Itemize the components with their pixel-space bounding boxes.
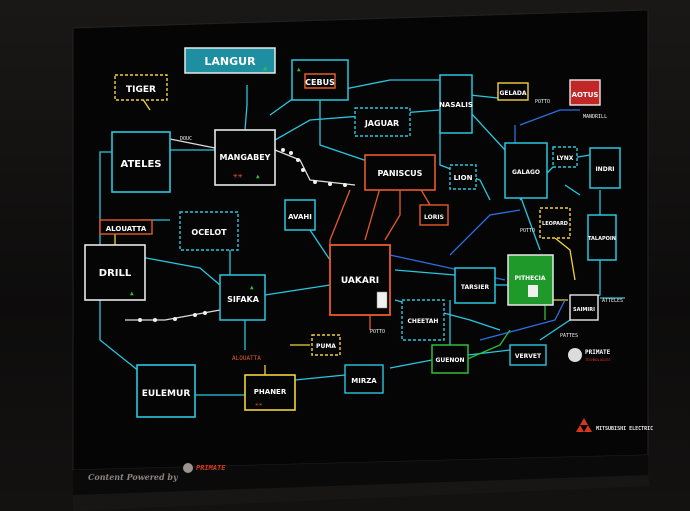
annotation-potto-2: POTTO <box>370 329 385 335</box>
node-ateles-label: ATELES <box>120 159 161 170</box>
node-avahi[interactable]: AVAHI <box>284 199 316 231</box>
node-sifaka-label: SIFAKA <box>227 295 260 304</box>
node-puma-label: PUMA <box>316 343 336 350</box>
mitsubishi-text: MITSUBISHI ELECTRIC <box>596 426 653 432</box>
node-langur-label: LANGUR <box>204 55 256 68</box>
annotation-alouatta: ALOUATTA <box>232 355 261 362</box>
node-puma[interactable]: PUMA <box>311 334 341 356</box>
node-lion-label: LION <box>454 174 473 182</box>
primate-logo-sub: TECHNOLOGIES <box>585 358 610 362</box>
node-uakari-label: UAKARI <box>341 276 379 286</box>
node-pithecia[interactable]: PITHECIA <box>507 254 554 306</box>
svg-text:▲: ▲ <box>250 284 254 291</box>
svg-text:▲: ▲ <box>263 64 268 72</box>
node-ateles[interactable]: ATELES <box>111 131 171 193</box>
node-loris[interactable]: LORIS <box>419 204 449 226</box>
primate-logo-text: PRIMATE <box>585 349 611 356</box>
annotation-pattes: PATTES <box>560 333 578 339</box>
node-gelada-label: GELADA <box>499 90 526 97</box>
node-tiger-label: TIGER <box>126 85 156 95</box>
svg-text:▲: ▲ <box>256 173 260 180</box>
node-mirza-label: MIRZA <box>351 377 377 385</box>
node-aotus-label: AOTUS <box>572 91 599 99</box>
node-cebus-label: CEBUS <box>305 78 335 87</box>
node-pithecia-label: PITHECIA <box>514 275 545 282</box>
node-jaguar-label: JAGUAR <box>364 119 399 128</box>
node-paniscus[interactable]: PANISCUS <box>364 154 436 191</box>
node-eulemur[interactable]: EULEMUR <box>136 364 196 418</box>
node-tarsier[interactable]: TARSIER <box>454 267 496 304</box>
node-leopard[interactable]: LEOPARD <box>539 207 571 239</box>
node-indri-label: INDRI <box>595 166 614 173</box>
node-cebus[interactable]: CEBUS ▲ <box>291 59 349 101</box>
footer-primate-logo: PRIMATE <box>183 463 226 473</box>
annotation-atteles: ATTELES <box>602 298 623 304</box>
node-ocelot-label: OCELOT <box>191 228 227 237</box>
node-sifaka[interactable]: SIFAKA ▲ <box>219 274 266 321</box>
node-mangabey[interactable]: MANGABEY ✳✳ ▲ <box>214 129 276 186</box>
node-alouatta[interactable]: ALOUATTA <box>99 219 153 235</box>
node-mangabey-label: MANGABEY <box>220 153 271 162</box>
node-ocelot[interactable]: OCELOT <box>179 211 239 251</box>
node-leopard-label: LEOPARD <box>542 221 568 227</box>
node-galago[interactable]: GALAGO <box>504 142 548 199</box>
svg-text:✳✳: ✳✳ <box>255 401 263 408</box>
node-vervet-label: VERVET <box>515 353 542 360</box>
node-alouatta-label: ALOUATTA <box>106 225 147 233</box>
svg-text:▲: ▲ <box>297 66 301 73</box>
node-aotus[interactable]: AOTUS <box>569 79 601 106</box>
node-indri[interactable]: INDRI <box>589 147 621 189</box>
node-tiger[interactable]: TIGER <box>114 74 168 101</box>
node-loris-label: LORIS <box>424 214 444 221</box>
svg-text:✳✳: ✳✳ <box>233 171 243 180</box>
node-drill[interactable]: DRILL ▲ <box>84 244 146 301</box>
annotation-potto-1: POTTO <box>520 228 535 234</box>
annotation-mandrill: MANDRILL <box>583 114 607 120</box>
node-vervet[interactable]: VERVET <box>509 344 547 366</box>
node-uakari[interactable]: UAKARI <box>329 244 391 316</box>
footer-primate-text: PRIMATE <box>196 464 226 472</box>
node-lynx-label: LYNX <box>557 155 574 162</box>
node-guenon-label: GUENON <box>435 357 464 364</box>
node-lynx[interactable]: LYNX <box>552 146 578 168</box>
node-gelada[interactable]: GELADA <box>497 82 529 101</box>
node-paniscus-label: PANISCUS <box>378 169 423 178</box>
node-nasalis-label: NASALIS <box>439 101 473 109</box>
node-talapoin-label: TALAPOIN <box>588 236 616 242</box>
node-saimiri-label: SAIMIRI <box>573 307 595 313</box>
svg-text:▲: ▲ <box>130 290 134 297</box>
node-talapoin[interactable]: TALAPOIN <box>587 214 617 261</box>
node-phaner[interactable]: PHANER ✳✳ <box>244 374 296 411</box>
annotation-potto-3: POTTO <box>535 99 550 105</box>
node-drill-label: DRILL <box>99 268 132 279</box>
node-nasalis[interactable]: NASALIS <box>439 74 473 134</box>
mitsubishi-logo: MITSUBISHI ELECTRIC <box>576 418 653 432</box>
node-cheetah-label: CHEETAH <box>408 318 439 325</box>
node-mirza[interactable]: MIRZA <box>344 364 384 394</box>
node-langur[interactable]: LANGUR ▲ <box>184 47 276 74</box>
node-lion[interactable]: LION <box>449 164 477 190</box>
node-jaguar[interactable]: JAGUAR <box>354 107 411 137</box>
node-eulemur-label: EULEMUR <box>142 389 191 399</box>
node-phaner-label: PHANER <box>254 388 287 396</box>
content-powered-label: Content Powered by <box>88 472 179 482</box>
node-tarsier-label: TARSIER <box>461 284 490 291</box>
node-avahi-label: AVAHI <box>288 213 312 221</box>
node-galago-label: GALAGO <box>512 169 540 176</box>
annotation-douc: DOUC <box>180 136 192 142</box>
node-cheetah[interactable]: CHEETAH <box>401 299 445 341</box>
primate-logo: PRIMATE TECHNOLOGIES <box>568 348 611 362</box>
node-guenon[interactable]: GUENON <box>431 344 469 374</box>
node-saimiri[interactable]: SAIMIRI <box>569 294 599 321</box>
